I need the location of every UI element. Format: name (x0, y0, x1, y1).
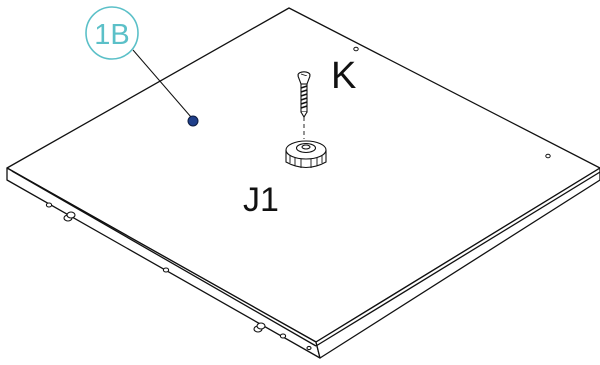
edge-hole (162, 267, 170, 273)
panel-top-face (6, 7, 600, 343)
edge-dowel (63, 211, 76, 222)
front-edge-fittings (45, 202, 312, 351)
foot-label: J1 (243, 181, 279, 219)
top-edge-pins (353, 46, 551, 159)
edge-hole (45, 202, 53, 208)
callout-circle (85, 6, 139, 60)
edge-hole (279, 333, 287, 339)
edge-pin (353, 46, 359, 52)
marker-dot-icon (187, 115, 199, 127)
panel-right-edge-line (315, 171, 600, 347)
callout-label: 1B (94, 19, 129, 51)
leveling-foot-icon (285, 140, 327, 169)
callout-leader (132, 49, 192, 118)
edge-hole (306, 345, 312, 351)
panel-front-edge-line (11, 170, 317, 347)
edge-pin (545, 153, 551, 159)
countersunk-screw-icon (297, 71, 311, 139)
callout-1b: 1B (85, 6, 199, 127)
edge-dowel (253, 322, 266, 333)
screw-label: K (331, 55, 356, 97)
panel-board (6, 7, 600, 359)
